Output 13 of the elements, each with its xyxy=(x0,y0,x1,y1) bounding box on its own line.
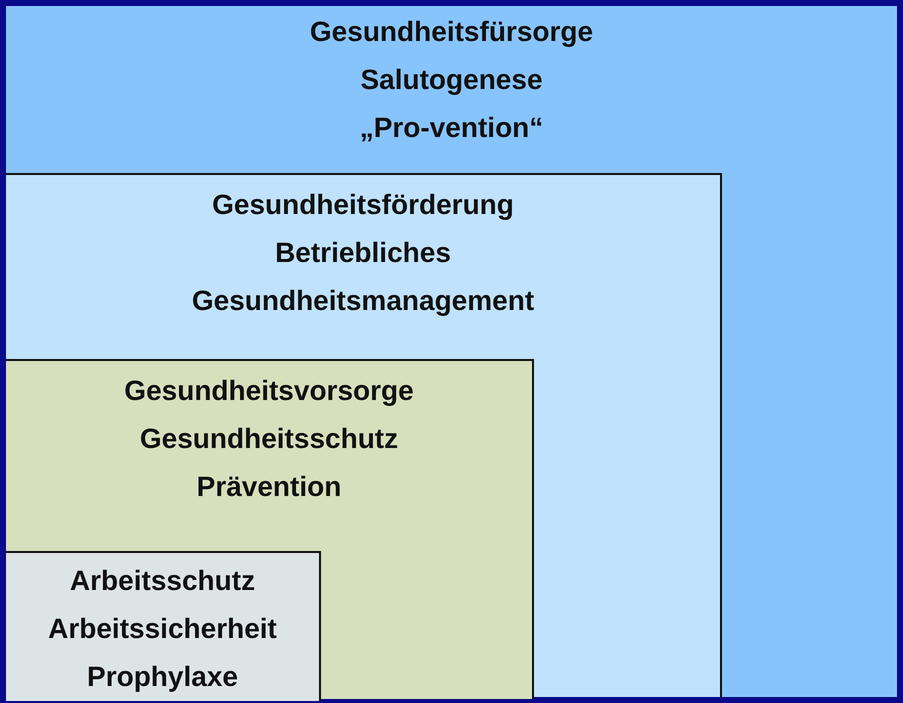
term-label: Arbeitssicherheit xyxy=(48,612,277,646)
term-label: Prophylaxe xyxy=(87,660,238,694)
term-label: Salutogenese xyxy=(360,63,543,97)
term-label: Arbeitsschutz xyxy=(70,564,256,598)
term-label: „Pro-vention“ xyxy=(360,111,544,145)
inner-panel xyxy=(6,551,321,701)
term-label: Gesundheitsschutz xyxy=(140,422,398,456)
term-label: Gesundheitsförderung xyxy=(212,188,514,222)
term-label: Prävention xyxy=(196,470,342,504)
nested-panel xyxy=(6,359,534,699)
term-label: Gesundheitsfürsorge xyxy=(310,15,594,49)
term-label: Gesundheitsvorsorge xyxy=(124,374,414,408)
term-label: Betriebliches Gesundheitsmanagement xyxy=(190,236,536,318)
